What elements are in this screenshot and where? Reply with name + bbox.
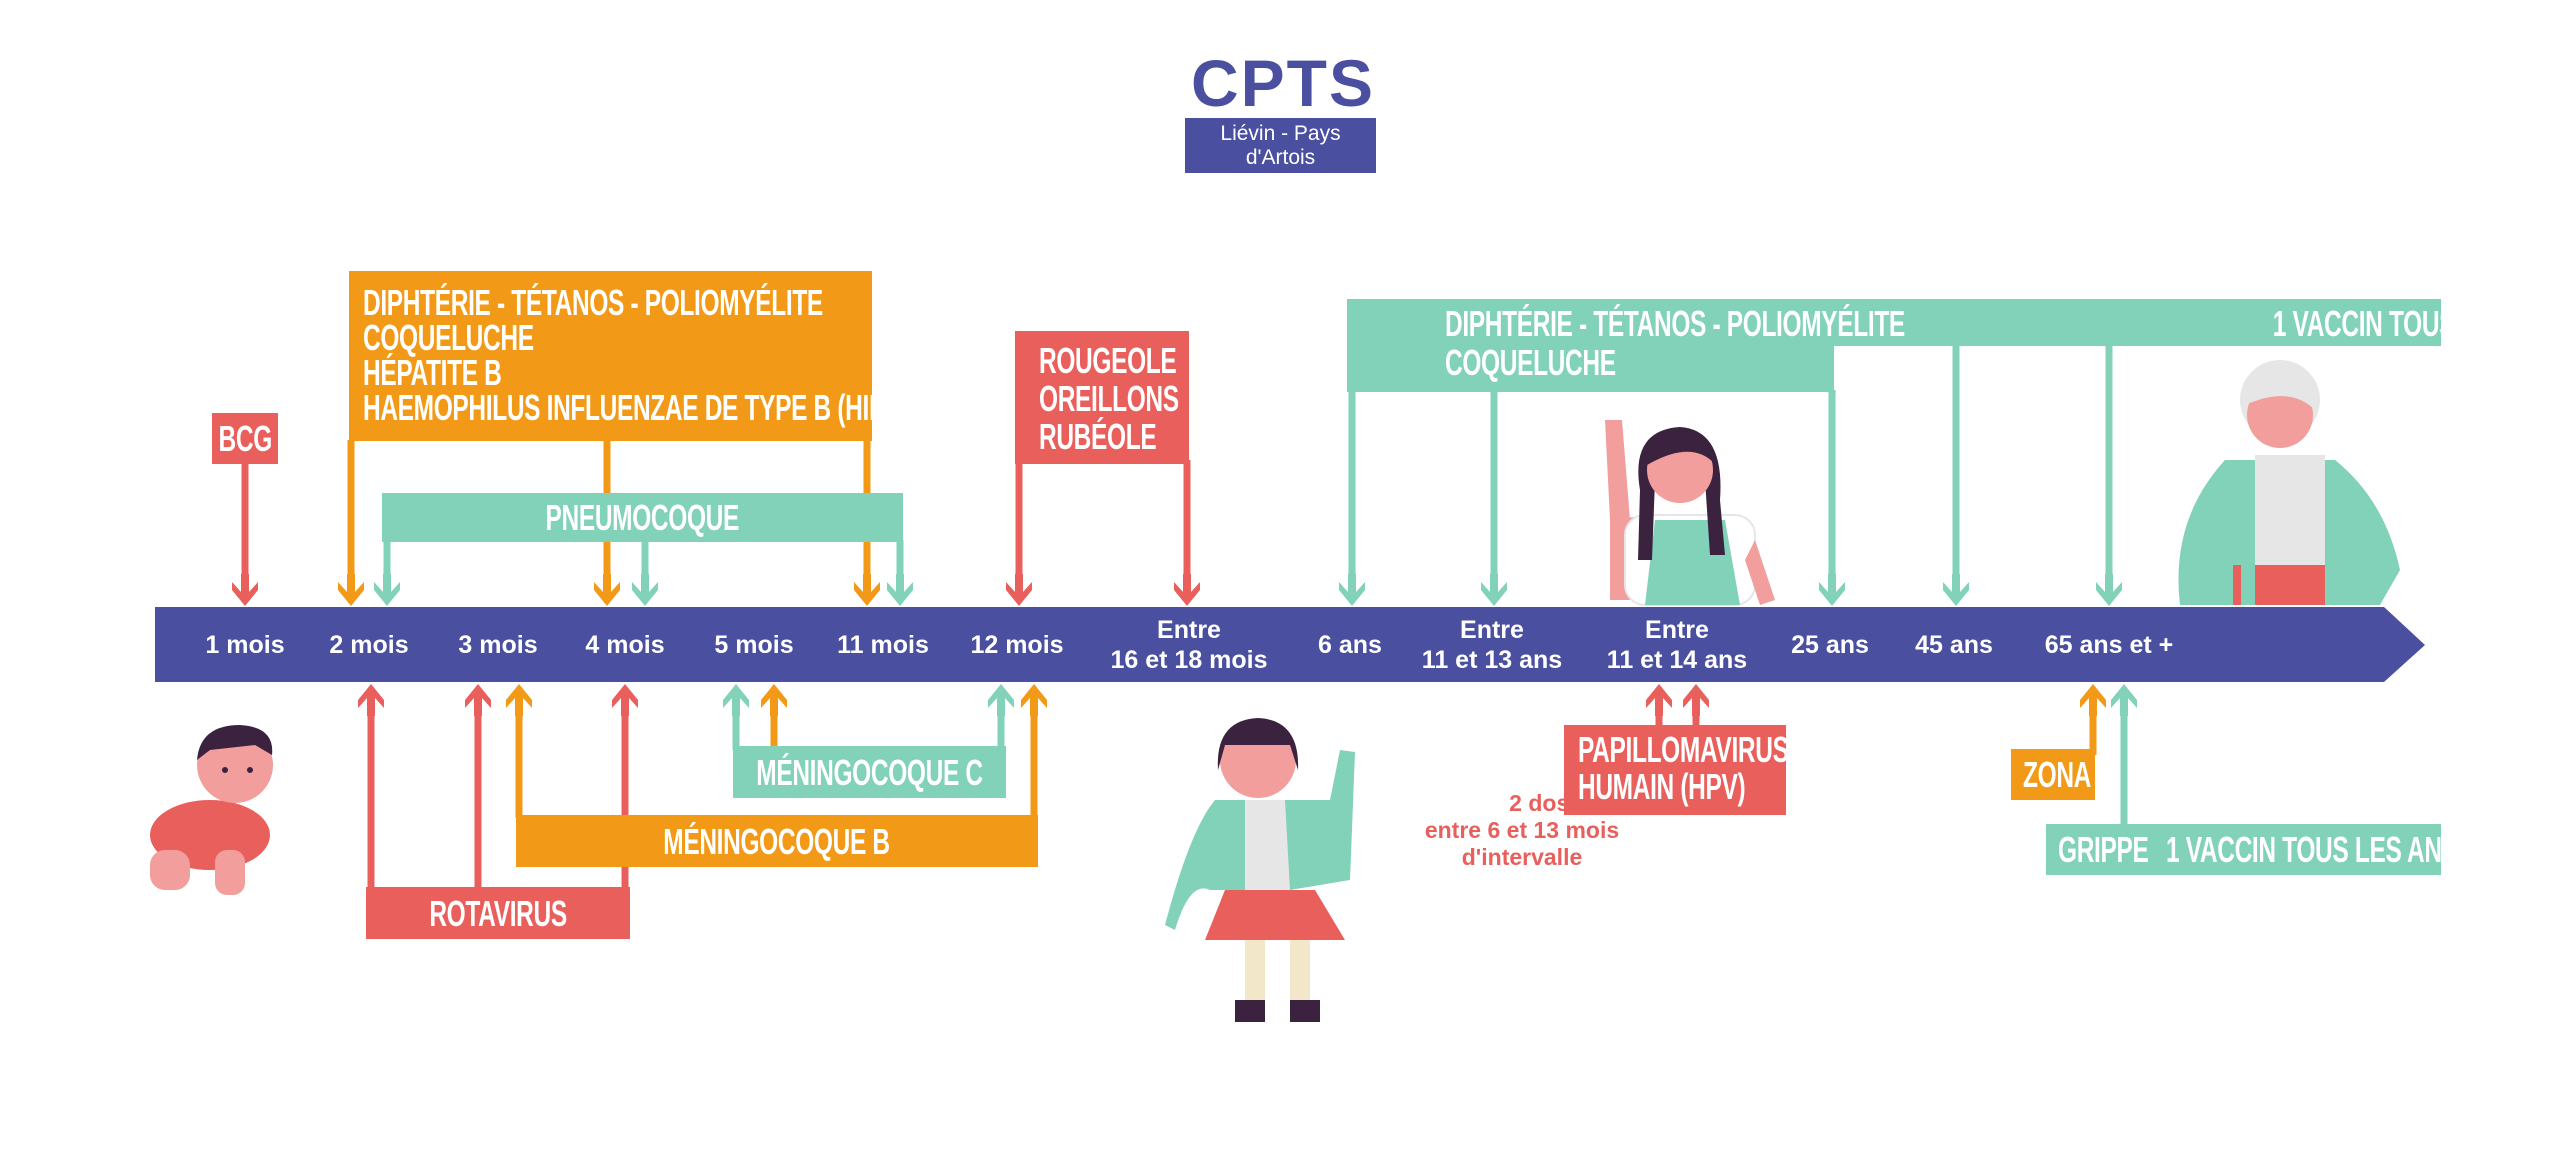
- label: 1 VACCIN TOUS LES 10 ANS: [2272, 303, 2560, 344]
- logo-subtitle-line2: d'Artois: [1245, 146, 1316, 169]
- label-line: DIPHTÉRIE - TÉTANOS - POLIOMYÉLITE: [1445, 303, 1905, 344]
- label-line: HAEMOPHILUS INFLUENZAE DE TYPE B (HIB): [363, 387, 895, 428]
- timeline-label-1-mois: 1 mois: [205, 631, 285, 659]
- label: GRIPPE: [2058, 829, 2149, 870]
- timeline-label-2-mois: 2 mois: [329, 631, 409, 659]
- timeline-label-45-ans: 45 ans: [1915, 631, 1993, 659]
- timeline-label-12-mois: 12 mois: [970, 631, 1064, 659]
- note-line: 2 doses: [1509, 790, 1595, 816]
- baby-illustration: [150, 725, 273, 895]
- logo-subtitle: Liévin - Pays d'Artois: [1185, 118, 1376, 173]
- label-line: OREILLONS: [1039, 378, 1179, 419]
- label-line: Entre: [1460, 616, 1524, 644]
- label-line: RUBÉOLE: [1039, 416, 1157, 457]
- label-line: ROUGEOLE: [1039, 340, 1177, 381]
- timeline-label-3-mois: 3 mois: [458, 631, 538, 659]
- vaccine-dtp-adult: DIPHTÉRIE - TÉTANOS - POLIOMYÉLITE COQUE…: [1347, 299, 1905, 392]
- vaccine-pneumocoque: PNEUMOCOQUE: [382, 493, 903, 542]
- vaccine-meningocoque-c: MÉNINGOCOQUE C: [733, 746, 1006, 798]
- timeline-label-5-mois: 5 mois: [714, 631, 794, 659]
- timeline-label-4-mois: 4 mois: [585, 631, 665, 659]
- vaccine-dtp-infant: DIPHTÉRIE - TÉTANOS - POLIOMYÉLITE COQUE…: [349, 271, 894, 441]
- label-line: HÉPATITE B: [363, 352, 502, 393]
- teen-illustration: [1605, 420, 1775, 606]
- vaccine-rotavirus: ROTAVIRUS: [366, 887, 630, 939]
- label-line: COQUELUCHE: [1445, 342, 1616, 383]
- label-line: 16 et 18 mois: [1110, 646, 1268, 674]
- label: PNEUMOCOQUE: [545, 497, 740, 538]
- label-line: 11 et 14 ans: [1606, 646, 1748, 674]
- arrows-dtp-adult: [1348, 344, 2113, 600]
- timeline-label-11-mois: 11 mois: [837, 631, 929, 659]
- label: MÉNINGOCOQUE C: [756, 751, 983, 793]
- label-line: Entre: [1157, 616, 1221, 644]
- vaccine-zona: ZONA: [2011, 749, 2095, 800]
- vaccine-ror: ROUGEOLE OREILLONS RUBÉOLE: [1015, 331, 1189, 464]
- vaccine-bcg: BCG: [212, 413, 278, 464]
- elderly-woman-illustration: [2178, 360, 2400, 605]
- arrows-ror: [1015, 460, 1191, 600]
- logo-title: CPTS: [1190, 46, 1376, 120]
- label-line: Entre: [1645, 616, 1709, 644]
- grippe-frequency: 1 VACCIN TOUS LES ANS: [2166, 829, 2458, 870]
- logo-subtitle-line1: Liévin - Pays: [1220, 122, 1341, 145]
- label: MÉNINGOCOQUE B: [663, 820, 891, 862]
- label-line: COQUELUCHE: [363, 317, 534, 358]
- dtp-adult-frequency: 1 VACCIN TOUS LES 10 ANS: [2120, 302, 2560, 345]
- vaccine-hpv: PAPILLOMAVIRUS HUMAIN (HPV): [1564, 725, 1789, 815]
- label-line: 11 et 13 ans: [1421, 646, 1563, 674]
- label: ZONA: [2023, 754, 2091, 795]
- vaccine-meningocoque-b: MÉNINGOCOQUE B: [516, 815, 1038, 867]
- note-line: entre 6 et 13 mois: [1424, 817, 1620, 843]
- timeline-label-65-ans: 65 ans et +: [2044, 631, 2174, 659]
- timeline-label-25-ans: 25 ans: [1791, 631, 1869, 659]
- timeline-bar: [155, 607, 2425, 682]
- timeline-label-6-ans: 6 ans: [1318, 631, 1382, 659]
- girl-illustration: [1165, 718, 1355, 1022]
- note-line: d'intervalle: [1461, 844, 1583, 870]
- vaccine-grippe: GRIPPE 1 VACCIN TOUS LES ANS: [2046, 824, 2458, 875]
- label-line: DIPHTÉRIE - TÉTANOS - POLIOMYÉLITE: [363, 282, 823, 323]
- hpv-note: 2 doses entre 6 et 13 mois d'intervalle: [1372, 790, 1672, 871]
- label-line: HUMAIN (HPV): [1578, 766, 1746, 807]
- label: ROTAVIRUS: [429, 892, 567, 934]
- label-line: PAPILLOMAVIRUS: [1578, 729, 1789, 770]
- label: BCG: [218, 418, 272, 459]
